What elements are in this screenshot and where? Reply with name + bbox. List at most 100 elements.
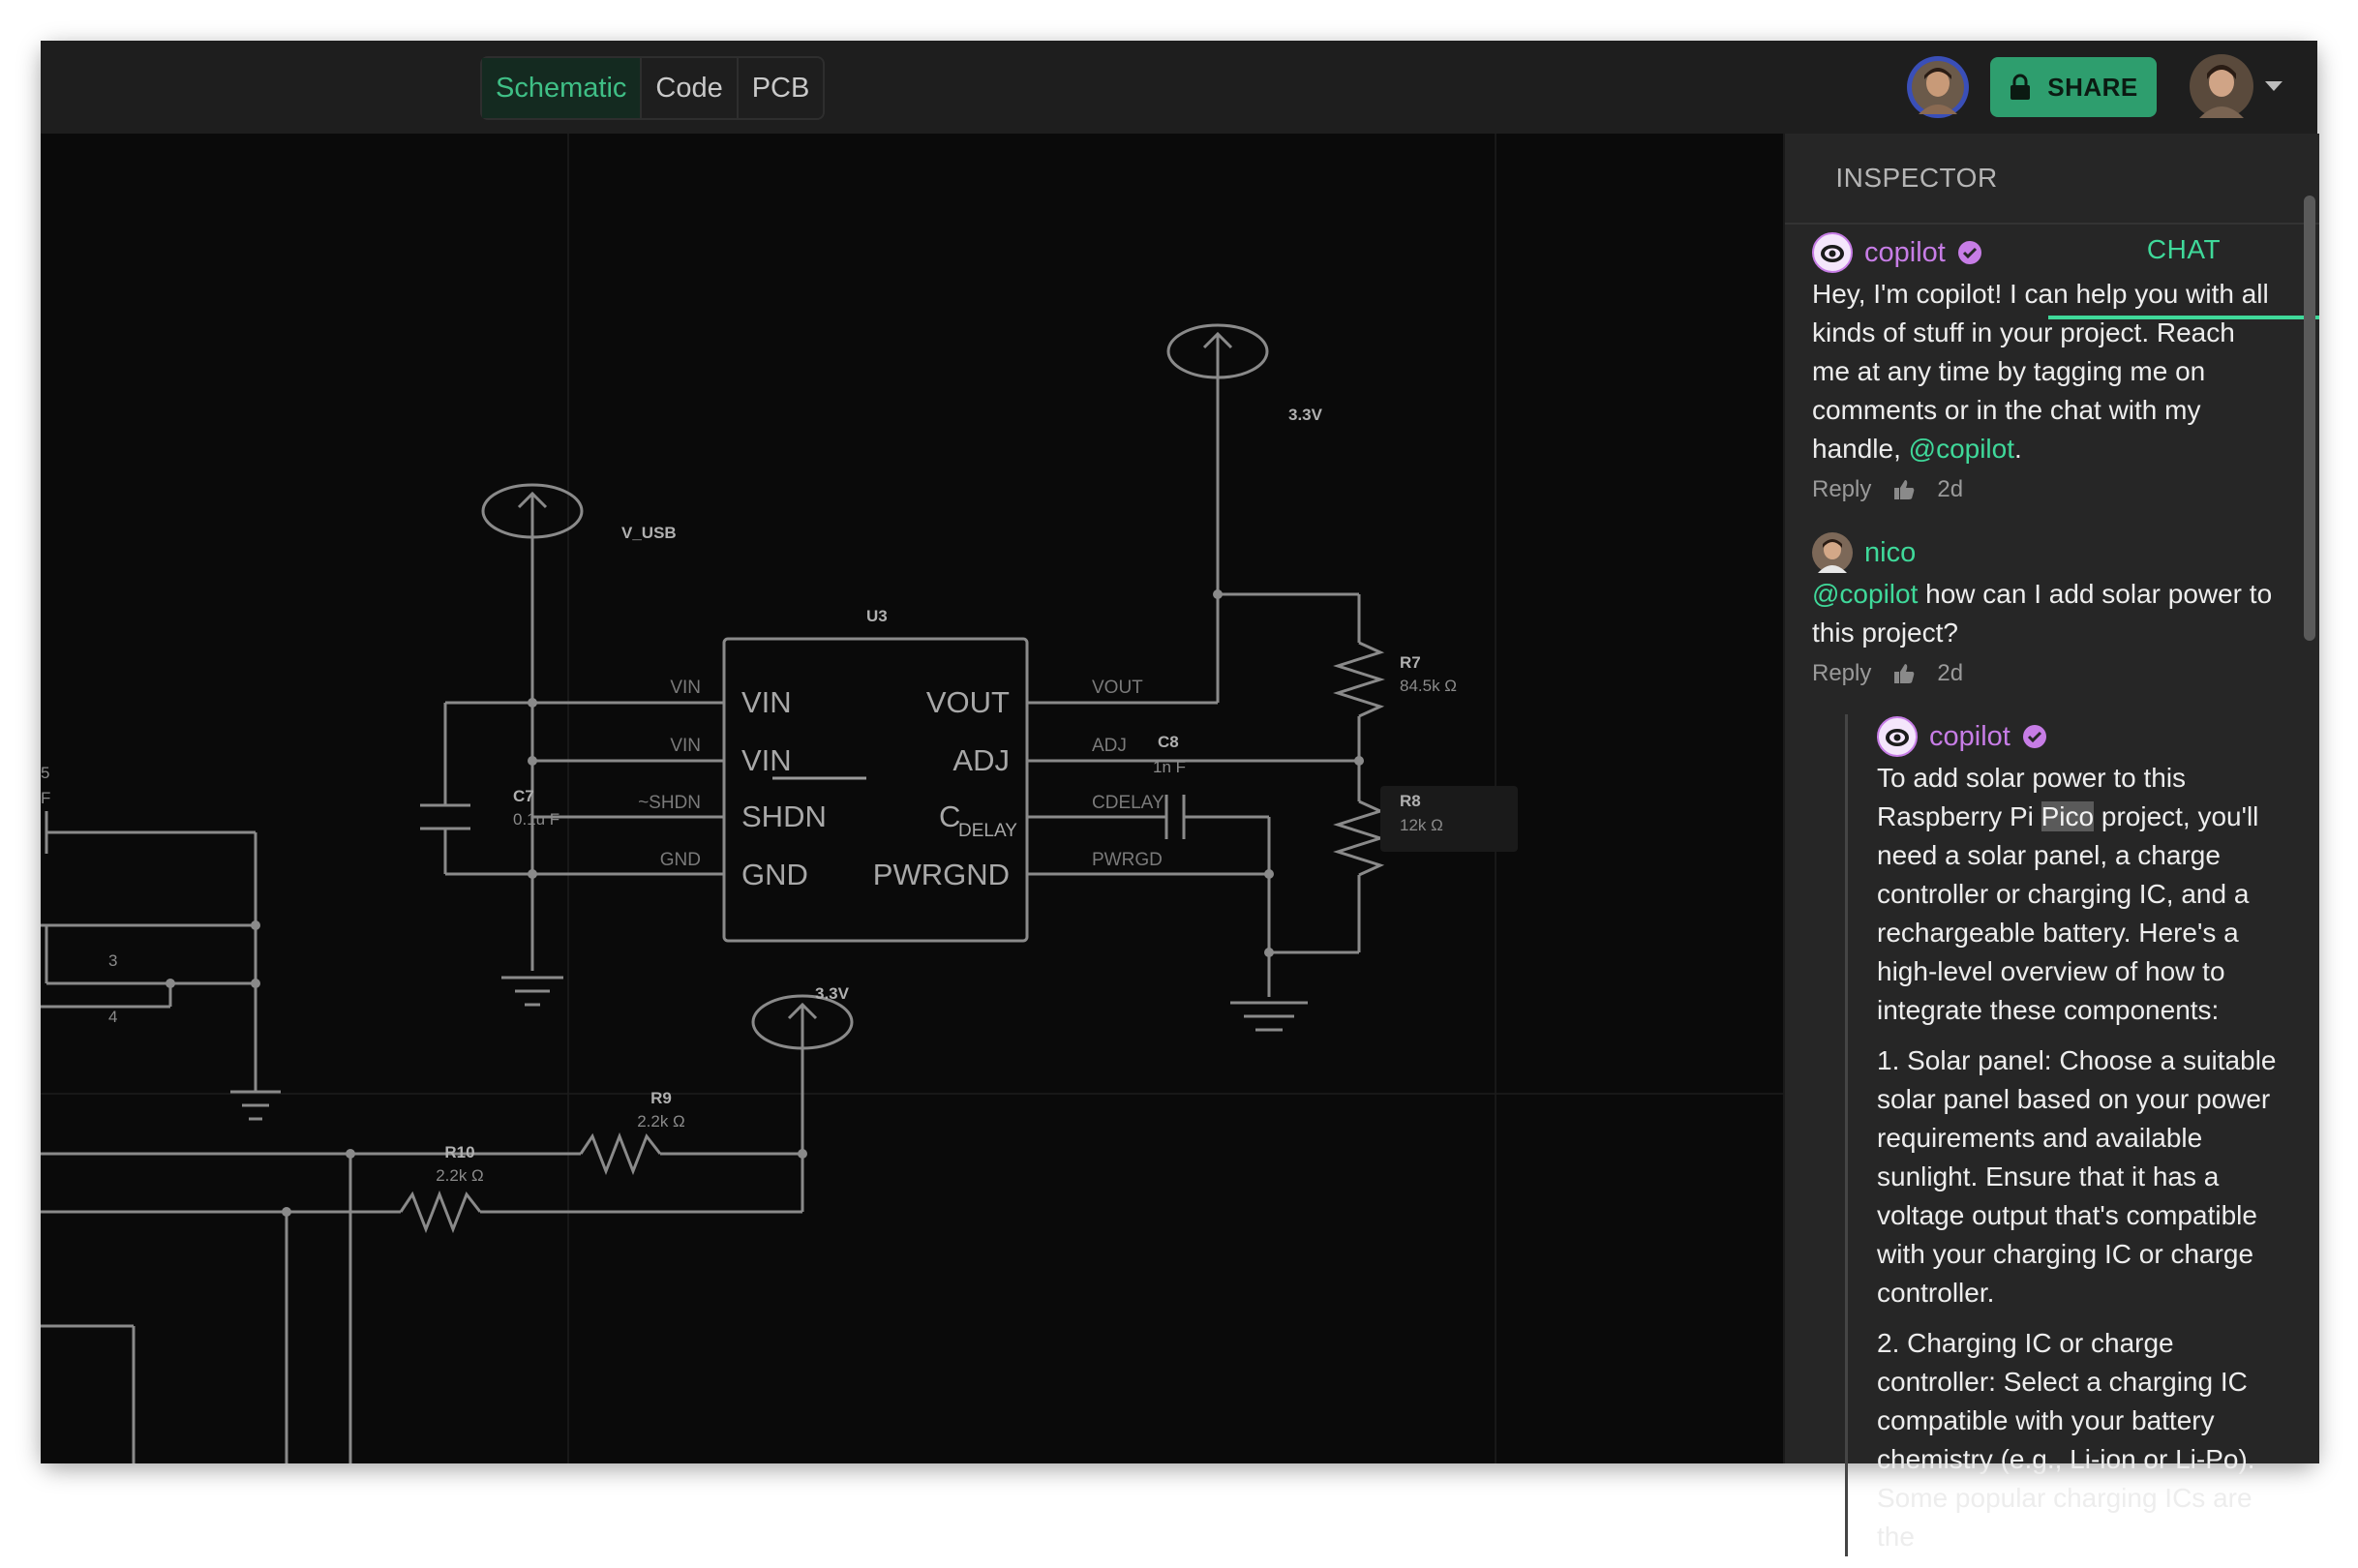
r8-value: 12k Ω bbox=[1400, 816, 1443, 834]
verified-badge-icon bbox=[2022, 725, 2046, 748]
thread-reply: copilot To add solar power to this Raspb… bbox=[1845, 714, 2277, 1556]
mention-link[interactable]: @copilot bbox=[1812, 579, 1919, 609]
c7-ref: C7 bbox=[513, 787, 534, 805]
tab-schematic[interactable]: Schematic bbox=[482, 58, 643, 118]
net-pwrgd: PWRGD bbox=[1092, 850, 1163, 870]
r8-selection-highlight bbox=[1380, 786, 1518, 852]
chat-thread: copilot Hey, I'm copilot! I can help you… bbox=[1812, 230, 2277, 1568]
message-header: copilot bbox=[1812, 230, 2277, 275]
message-header: nico bbox=[1812, 530, 2277, 575]
r10-ref: R10 bbox=[444, 1143, 474, 1161]
verified-badge-icon bbox=[1957, 241, 1981, 264]
wires bbox=[41, 323, 1385, 1463]
reply-button[interactable]: Reply bbox=[1812, 476, 1872, 502]
copilot-avatar-icon bbox=[1877, 716, 1918, 757]
message-body: @copilot how can I add solar power to th… bbox=[1812, 575, 2277, 652]
ic-pin-labels: VIN VIN SHDN GND VOUT ADJ C DELAY PWRGND bbox=[741, 685, 1017, 891]
view-switcher: Schematic Code PCB bbox=[480, 56, 826, 120]
reply-point-2: 2. Charging IC or charge controller: Sel… bbox=[1877, 1328, 2255, 1552]
partial-cap-value: F bbox=[41, 789, 50, 807]
chat-scrollbar-thumb[interactable] bbox=[2304, 196, 2315, 641]
tab-pcb[interactable]: PCB bbox=[751, 73, 810, 104]
net-cdelay: CDELAY bbox=[1092, 793, 1164, 813]
net-gnd: GND bbox=[660, 850, 701, 870]
net-shdn: ~SHDN bbox=[638, 793, 701, 813]
reply-button[interactable]: Reply bbox=[1812, 660, 1872, 686]
message-text: Hey, I'm copilot! I can help you with al… bbox=[1812, 279, 2269, 464]
c8-ref: C8 bbox=[1158, 733, 1179, 751]
right-panel: INSPECTOR CHAT copilot bbox=[1783, 134, 2319, 1556]
message-text-end: . bbox=[2014, 434, 2022, 464]
schematic-drawing: VIN VIN SHDN GND VOUT ADJ C DELAY PWRGND… bbox=[41, 134, 1783, 1463]
avatar-image bbox=[1907, 56, 1969, 118]
c8-value: 1n F bbox=[1153, 758, 1186, 776]
message-meta: Reply 2d bbox=[1812, 654, 2277, 693]
chat-message: copilot Hey, I'm copilot! I can help you… bbox=[1812, 230, 2277, 509]
r7-ref: R7 bbox=[1400, 653, 1421, 672]
pin-gnd: GND bbox=[741, 858, 808, 891]
component-refs: U3 V_USB 3.3V 3.3V C7 C8 R7 R8 R9 R10 bbox=[444, 406, 1420, 1161]
collaborator-avatar[interactable] bbox=[1907, 56, 1969, 118]
partial-pin-3: 3 bbox=[108, 951, 117, 970]
reply-text-cont: project, you'll need a solar panel, a ch… bbox=[1877, 801, 2259, 1025]
tab-code[interactable]: Code bbox=[642, 58, 739, 118]
message-age: 2d bbox=[1937, 476, 1964, 502]
pin-shdn: SHDN bbox=[741, 799, 827, 833]
username[interactable]: nico bbox=[1864, 537, 1917, 568]
pin-vin-2: VIN bbox=[741, 743, 792, 777]
r10-value: 2.2k Ω bbox=[436, 1166, 484, 1185]
message-age: 2d bbox=[1937, 660, 1964, 686]
message-header: copilot bbox=[1877, 714, 2277, 759]
user-avatar-menu[interactable] bbox=[2190, 54, 2253, 118]
thumbs-up-icon[interactable] bbox=[1892, 662, 1916, 685]
canvas-grid bbox=[41, 134, 1783, 1463]
partial-pin-4: 4 bbox=[108, 1008, 117, 1026]
ic-ref-u3: U3 bbox=[866, 607, 888, 625]
username[interactable]: copilot bbox=[1929, 721, 2010, 752]
top-toolbar: Schematic Code PCB SHARE bbox=[41, 41, 2317, 136]
share-label: SHARE bbox=[2047, 72, 2138, 102]
power-3v3-top: 3.3V bbox=[1288, 406, 1323, 424]
app-window: Schematic Code PCB SHARE bbox=[41, 41, 2319, 1556]
r8-ref: R8 bbox=[1400, 792, 1421, 810]
net-labels: VIN VIN ~SHDN GND VOUT ADJ CDELAY PWRGD bbox=[638, 678, 1164, 870]
panel-tabs: INSPECTOR CHAT bbox=[1785, 134, 2319, 319]
thumbs-up-icon[interactable] bbox=[1892, 478, 1916, 501]
pin-adj: ADJ bbox=[952, 743, 1010, 777]
net-vin-1: VIN bbox=[670, 678, 701, 698]
schematic-canvas[interactable]: VIN VIN SHDN GND VOUT ADJ C DELAY PWRGND… bbox=[41, 134, 1783, 1463]
mention-link[interactable]: @copilot bbox=[1908, 434, 2015, 464]
r9-value: 2.2k Ω bbox=[637, 1112, 685, 1131]
power-vusb: V_USB bbox=[621, 524, 677, 542]
net-vout: VOUT bbox=[1092, 678, 1143, 698]
c7-value: 0.1u F bbox=[513, 810, 559, 829]
chevron-down-icon[interactable] bbox=[2265, 81, 2282, 91]
r7-value: 84.5k Ω bbox=[1400, 677, 1457, 695]
r9-ref: R9 bbox=[650, 1089, 672, 1107]
username[interactable]: copilot bbox=[1864, 237, 1946, 268]
avatar-image bbox=[2190, 54, 2253, 118]
pin-vout: VOUT bbox=[926, 685, 1010, 719]
tab-inspector[interactable]: INSPECTOR bbox=[1835, 163, 1998, 193]
power-3v3-bottom: 3.3V bbox=[815, 984, 850, 1003]
reply-intro: To add solar power to this Raspberry Pi … bbox=[1877, 759, 2277, 1030]
message-text: how can I add solar power to this projec… bbox=[1812, 579, 2273, 648]
net-adj: ADJ bbox=[1092, 736, 1127, 756]
tab-chat[interactable]: CHAT bbox=[2048, 230, 2319, 319]
lock-icon bbox=[2010, 74, 2031, 100]
nico-avatar-icon bbox=[1812, 532, 1853, 573]
pin-pwrgnd: PWRGND bbox=[873, 858, 1010, 891]
net-vin-2: VIN bbox=[670, 736, 701, 756]
wire-junctions bbox=[166, 589, 1364, 1217]
copilot-avatar-icon bbox=[1812, 232, 1853, 273]
message-body: Hey, I'm copilot! I can help you with al… bbox=[1812, 275, 2277, 468]
reply-point-1: 1. Solar panel: Choose a suitable solar … bbox=[1877, 1045, 2277, 1308]
message-meta: Reply 2d bbox=[1812, 470, 2277, 509]
partial-cap-ref: 5 bbox=[41, 764, 49, 782]
chat-message: nico @copilot how can I add solar power … bbox=[1812, 530, 2277, 693]
pin-c: C bbox=[939, 799, 960, 833]
share-button[interactable]: SHARE bbox=[1990, 57, 2157, 117]
component-values: 0.1u F 1n F 84.5k Ω 12k Ω 2.2k Ω 2.2k Ω … bbox=[41, 677, 1457, 1185]
reply-text: To add solar power to this Raspberry Pi bbox=[1877, 763, 2187, 831]
pin-vin-1: VIN bbox=[741, 685, 792, 719]
